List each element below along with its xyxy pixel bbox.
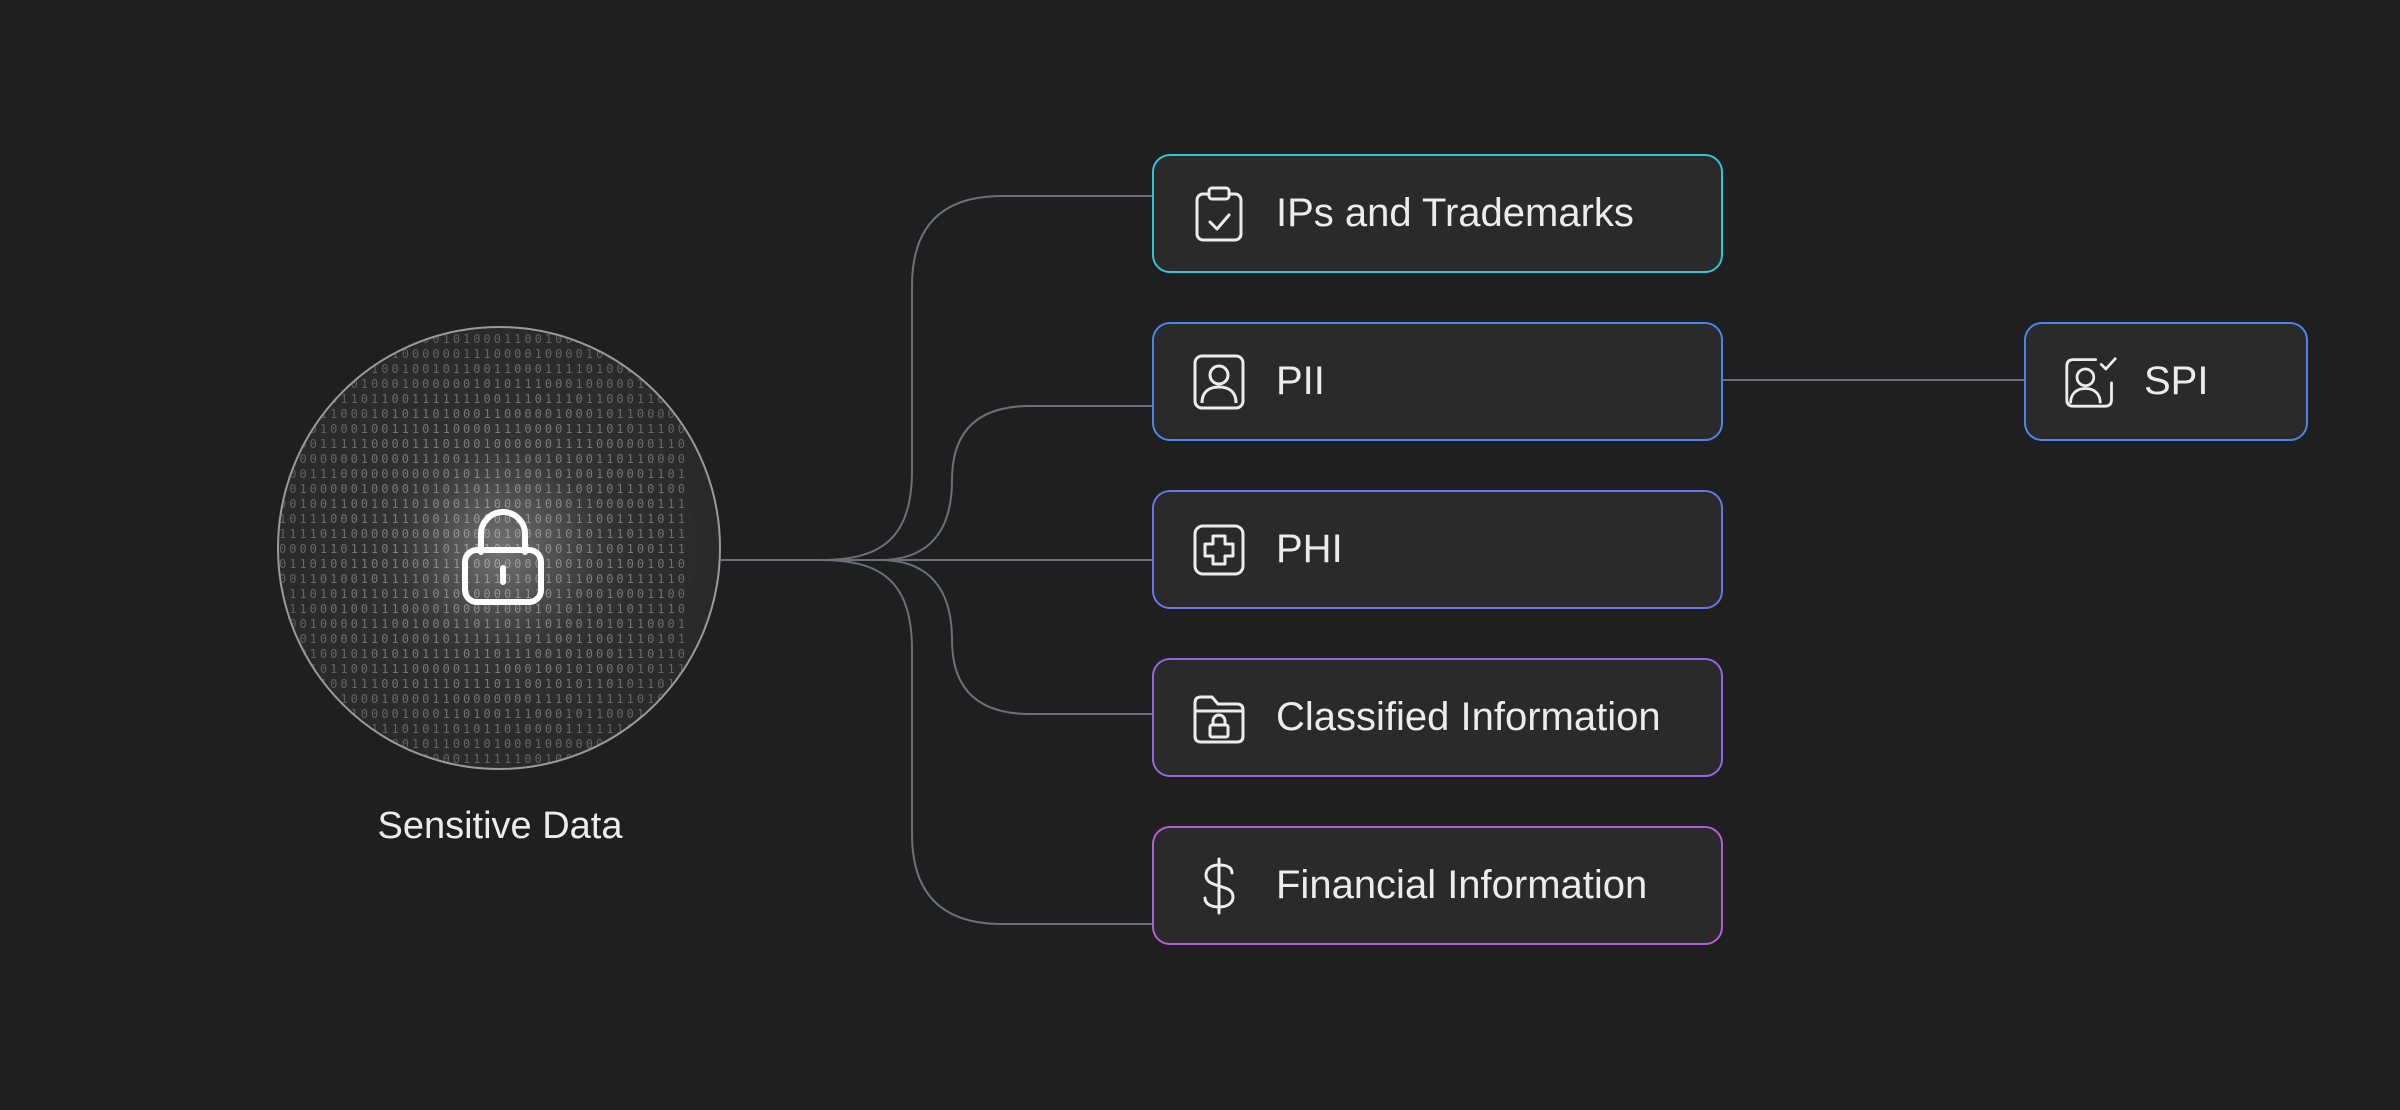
connector-hub-to-fin <box>819 559 1152 925</box>
node-label: IPs and Trademarks <box>1276 191 1634 235</box>
node-phi[interactable]: PHI <box>1152 490 1723 609</box>
binary-pattern: 0100010110011000101000110010011001001001… <box>279 332 688 768</box>
locked-folder-icon <box>1193 695 1245 743</box>
node-classified-information[interactable]: Classified Information <box>1152 658 1723 777</box>
user-verified-icon <box>2065 356 2117 408</box>
sensitive-data-hub: 0100010110011000101000110010011001001001… <box>277 326 721 770</box>
connector-hub-to-cls <box>879 559 1152 715</box>
node-ips-and-trademarks[interactable]: IPs and Trademarks <box>1152 154 1723 273</box>
node-financial-information[interactable]: Financial Information <box>1152 826 1723 945</box>
medical-cross-icon <box>1193 524 1245 575</box>
node-label: Classified Information <box>1276 695 1661 739</box>
node-label: Financial Information <box>1276 863 1648 907</box>
node-pii[interactable]: PII <box>1152 322 1723 441</box>
lock-icon <box>462 509 544 605</box>
node-label: PII <box>1276 359 1325 403</box>
node-spi[interactable]: SPI <box>2024 322 2308 441</box>
node-label: SPI <box>2144 359 2209 403</box>
user-id-icon <box>1193 354 1245 409</box>
node-label: PHI <box>1276 527 1343 571</box>
clipboard-check-icon <box>1195 186 1243 241</box>
connector-hub-to-pii <box>879 405 1152 561</box>
dollar-icon <box>1203 857 1235 914</box>
hub-label: Sensitive Data <box>377 805 623 847</box>
connector-hub-to-ip <box>819 195 1152 561</box>
